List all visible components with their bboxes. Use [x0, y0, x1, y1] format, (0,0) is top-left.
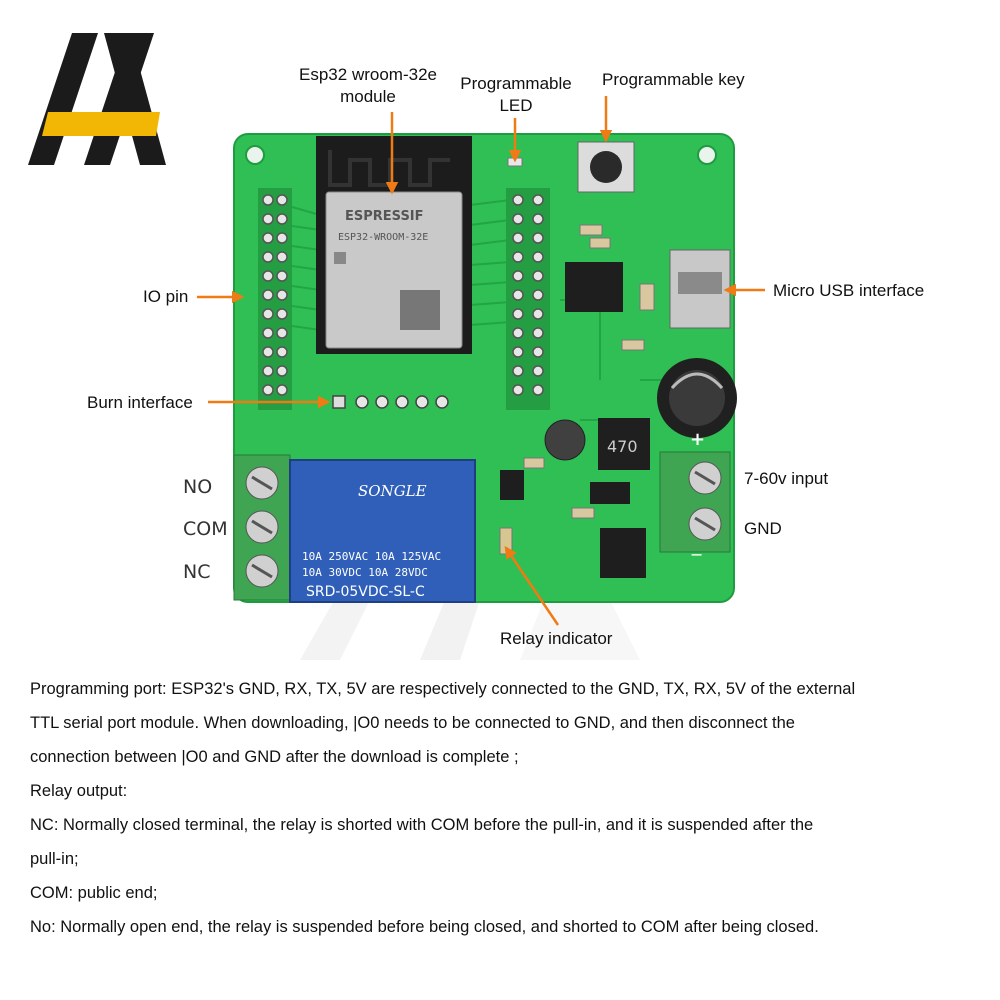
burn-interface-pins [332, 395, 449, 409]
terminal-nc-label: NC [183, 561, 211, 583]
label-module: Esp32 wroom-32e module [283, 64, 453, 108]
description-line: NC: Normally closed terminal, the relay … [30, 816, 814, 834]
description-line: connection between |O0 and GND after the… [30, 748, 519, 766]
relay-songle: SONGLE 10A 250VAC 10A 125VAC 10A 30VDC 1… [289, 459, 476, 603]
brand-logo [28, 33, 166, 165]
power-terminal-block: + − [659, 429, 731, 564]
label-led-line2: LED [499, 96, 533, 115]
description-line: COM: public end; [30, 884, 158, 902]
relay-rating-2: 10A 30VDC 10A 28VDC [302, 566, 428, 579]
label-power-input: 7-60v input [744, 469, 829, 488]
terminal-com-label: COM [183, 518, 228, 540]
label-key: Programmable key [602, 70, 745, 89]
label-relay-indicator: Relay indicator [500, 629, 613, 648]
description-block: Programming port: ESP32's GND, RX, TX, 5… [30, 672, 975, 944]
smd-parts [523, 224, 655, 519]
module-model: ESP32-WROOM-32E [338, 232, 428, 243]
label-burn: Burn interface [87, 393, 193, 412]
arrow-relay-indicator [504, 545, 560, 626]
label-module-line2: module [340, 87, 396, 106]
relay-model: SRD-05VDC-SL-C [306, 584, 425, 600]
label-led-line1: Programmable [460, 74, 572, 93]
description-line: TTL serial port module. When downloading… [30, 714, 795, 732]
label-led: Programmable LED [450, 73, 582, 117]
description-line: No: Normally open end, the relay is susp… [30, 918, 819, 936]
description-line: Programming port: ESP32's GND, RX, TX, 5… [30, 680, 856, 698]
terminal-no-label: NO [183, 476, 213, 498]
inductor-label: 470 [607, 437, 638, 456]
label-usb: Micro USB interface [773, 281, 925, 300]
label-io-pin: IO pin [143, 287, 189, 306]
capacitor-small [544, 419, 586, 461]
micro-usb-connector [669, 249, 731, 329]
description-line: pull-in; [30, 850, 79, 868]
description-line: Relay output: [30, 782, 128, 800]
io-header-right [506, 188, 550, 410]
minus-marking: − [690, 545, 703, 564]
callout-arrows [197, 96, 765, 626]
ic-chips [500, 262, 646, 578]
mount-hole [245, 145, 265, 165]
io-header-left [258, 188, 292, 410]
relay-brand: SONGLE [358, 482, 427, 500]
board-illustration: ESPRESSIF ESP32-WROOM-32E [28, 33, 765, 660]
mount-hole [697, 145, 717, 165]
label-module-line1: Esp32 wroom-32e [299, 65, 437, 84]
esp32-module: ESPRESSIF ESP32-WROOM-32E [316, 136, 472, 354]
inductor: 470 [598, 418, 650, 470]
label-gnd: GND [744, 519, 782, 538]
electrolytic-capacitor [657, 358, 737, 438]
plus-marking: + [690, 429, 705, 450]
relay-terminal-block [233, 454, 291, 601]
module-brand: ESPRESSIF [345, 209, 424, 224]
programmable-key [577, 141, 635, 193]
relay-rating-1: 10A 250VAC 10A 125VAC [302, 550, 441, 563]
